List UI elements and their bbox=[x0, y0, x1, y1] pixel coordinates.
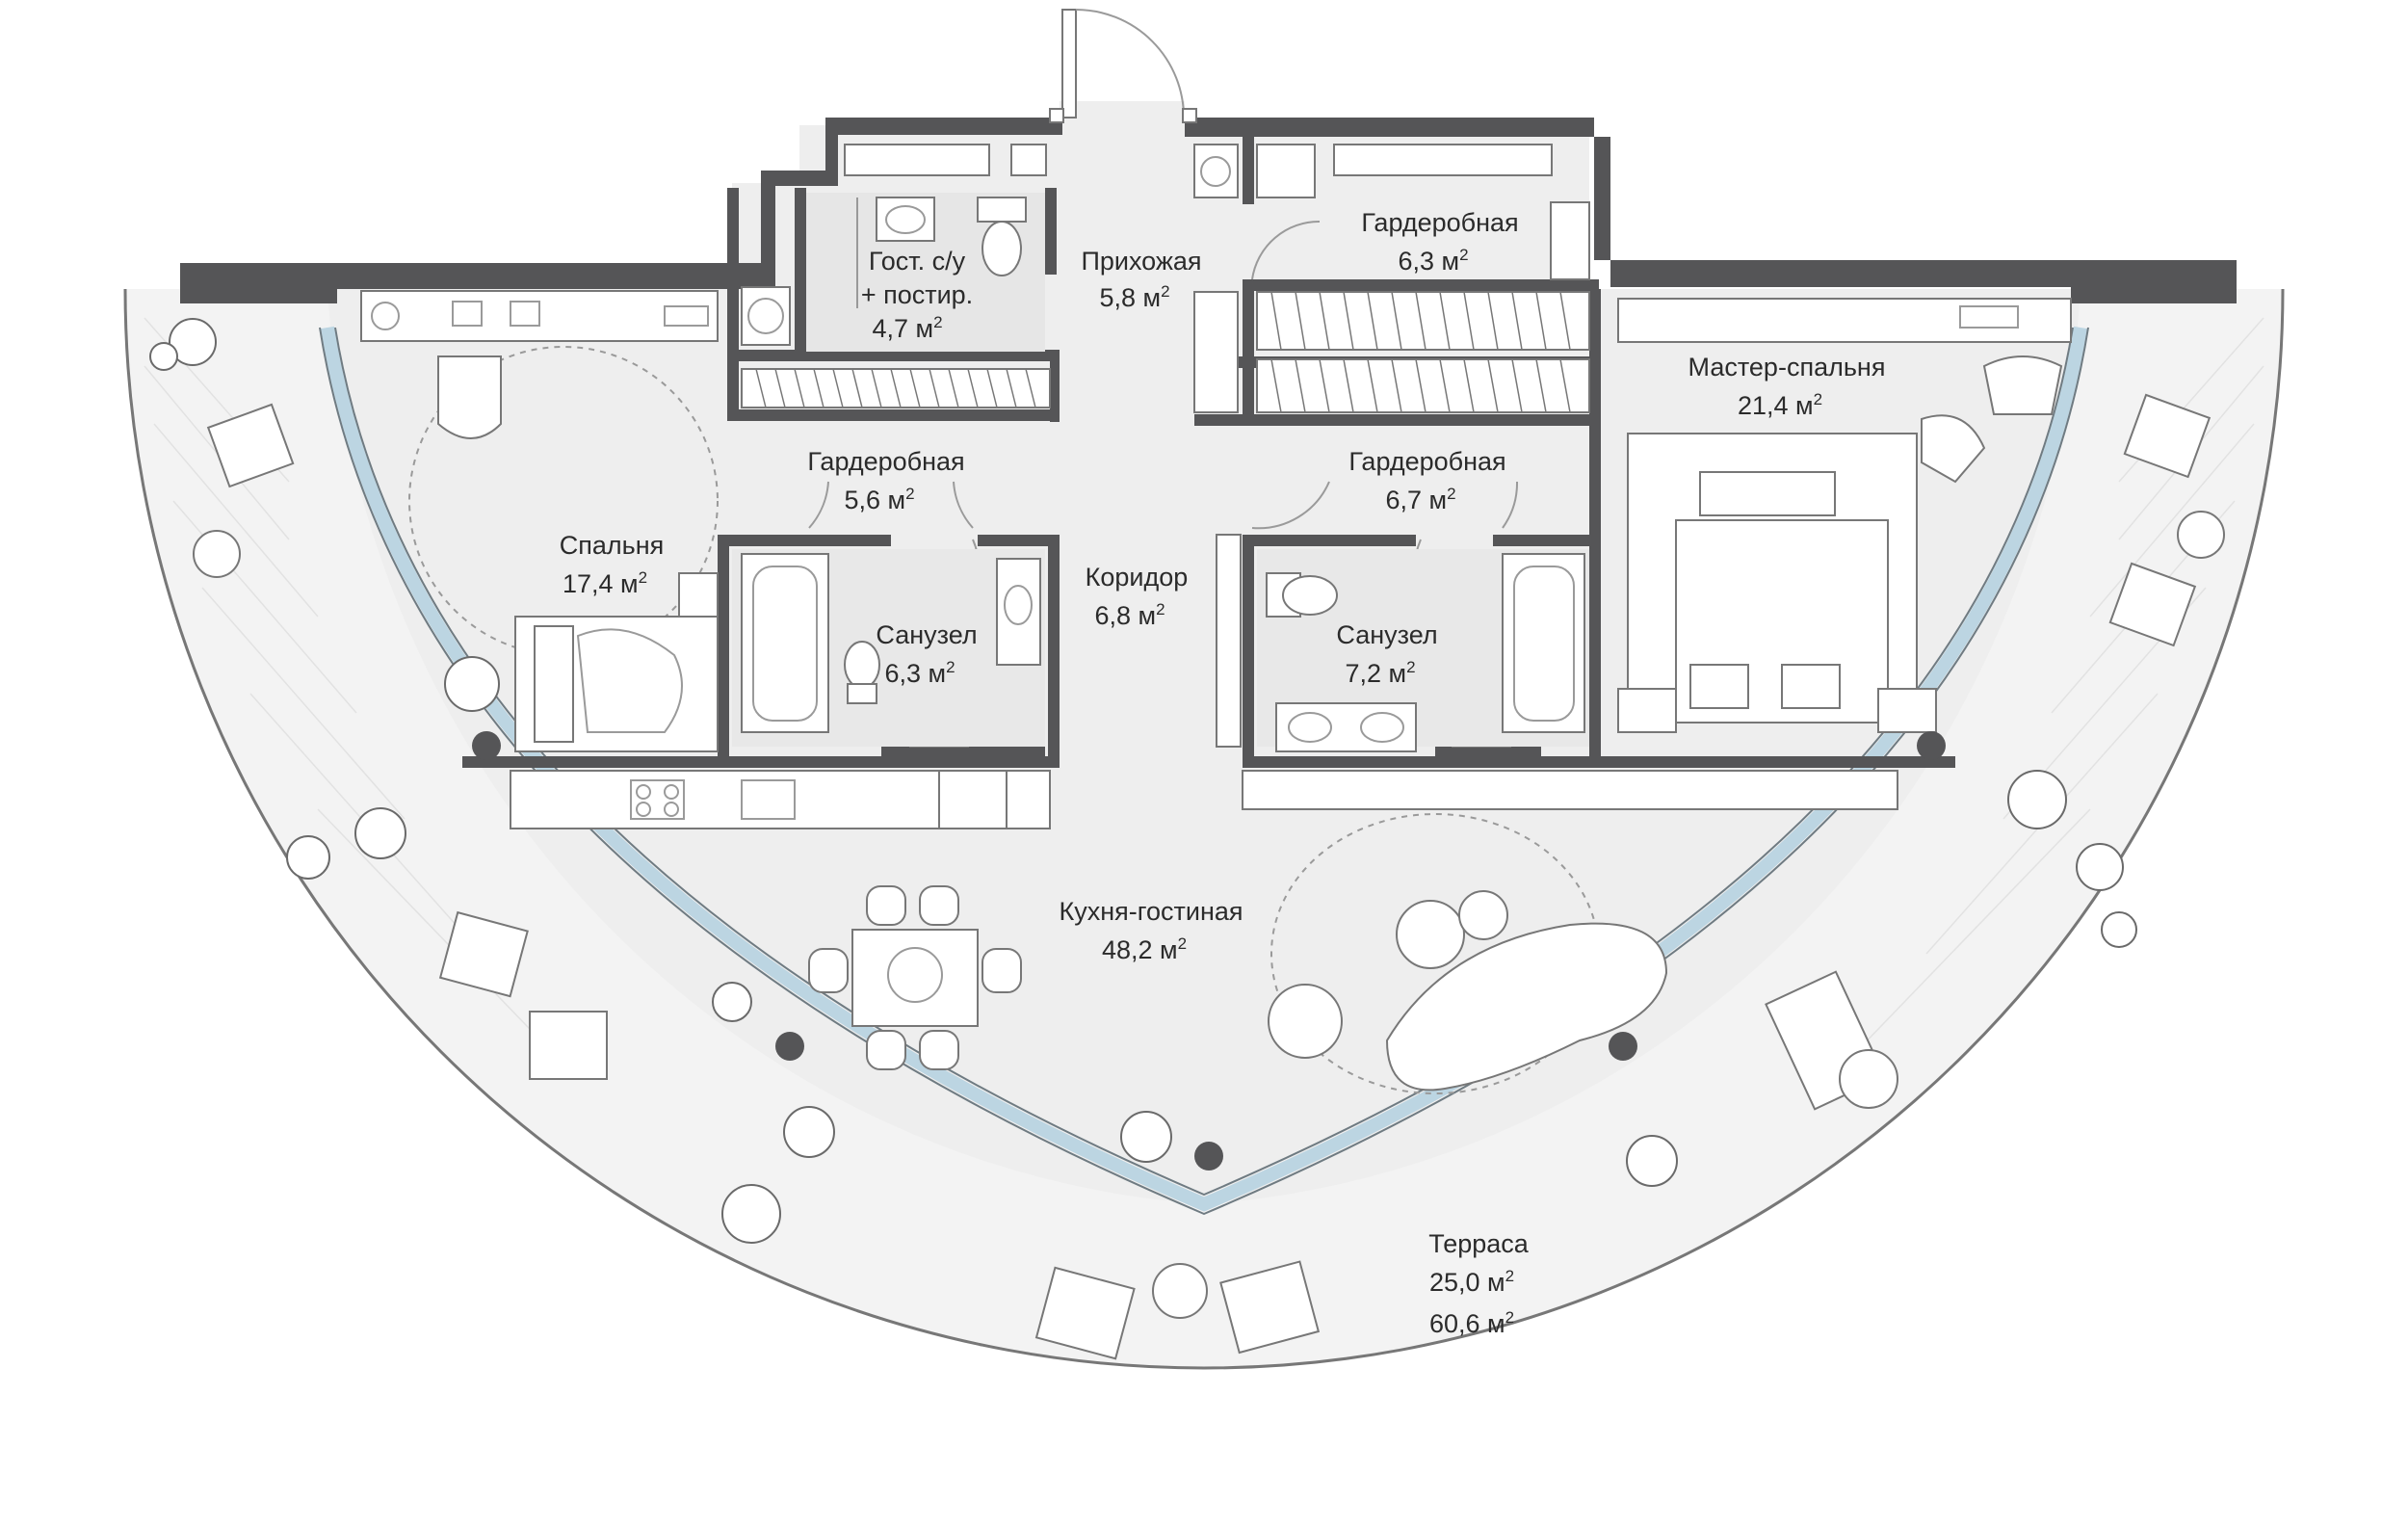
terrace-furniture bbox=[193, 393, 2225, 1360]
bath-left-label: Санузел bbox=[876, 620, 977, 649]
guest-bath-area: 4,7 м2 bbox=[872, 313, 942, 343]
column bbox=[1609, 1032, 1637, 1061]
kitchen-counter bbox=[510, 770, 1898, 829]
dining-table bbox=[808, 885, 1022, 1070]
column bbox=[472, 731, 501, 760]
wardrobe-right-label: Гардеробная bbox=[1348, 447, 1505, 476]
right-bath-fixtures bbox=[1216, 534, 1589, 752]
bath-right-label: Санузел bbox=[1336, 620, 1437, 649]
wardrobe-left-area: 5,6 м2 bbox=[844, 485, 914, 514]
terrace-area-value-2: 60,6 м2 bbox=[1429, 1308, 1514, 1338]
wardrobe-left-label: Гардеробная bbox=[807, 447, 964, 476]
wardrobe-racks bbox=[741, 201, 1590, 413]
outer-walls bbox=[180, 118, 2237, 303]
guest-bath-label: Гост. с/у bbox=[869, 247, 966, 276]
column bbox=[775, 1032, 804, 1061]
terrace-label: Терраса bbox=[1428, 1229, 1530, 1258]
bedroom-label: Спальня bbox=[560, 531, 665, 560]
glass-facade-edge-inner bbox=[334, 327, 2074, 1197]
hall-label: Прихожая bbox=[1081, 247, 1201, 276]
wardrobe-top-label: Гардеробная bbox=[1361, 208, 1518, 237]
hall-area: 5,8 м2 bbox=[1099, 282, 1169, 312]
column bbox=[1194, 1142, 1223, 1171]
column bbox=[1917, 731, 1946, 760]
living-zone bbox=[1268, 813, 1668, 1094]
kitchen-living-label: Кухня-гостиная bbox=[1059, 897, 1243, 926]
terrace-area-value: 25,0 м2 bbox=[1429, 1267, 1514, 1297]
entrance-door[interactable] bbox=[1049, 9, 1197, 123]
bath-left-area: 6,3 м2 bbox=[884, 658, 955, 688]
glass-facade-edge bbox=[319, 327, 2089, 1216]
glass-facade bbox=[321, 326, 2087, 1212]
wardrobe-right-area: 6,7 м2 bbox=[1385, 485, 1455, 514]
corridor-area: 6,8 м2 bbox=[1094, 600, 1165, 630]
wardrobe-top-area: 6,3 м2 bbox=[1398, 246, 1468, 276]
guest-bath-fixtures bbox=[741, 144, 1316, 352]
guest-bath-label-2: + постир. bbox=[861, 280, 973, 309]
bedroom-furniture bbox=[360, 290, 719, 752]
master-bedroom-furniture bbox=[1617, 298, 2072, 733]
bedroom-area: 17,4 м2 bbox=[563, 568, 647, 598]
interior-walls bbox=[462, 137, 1955, 768]
master-bedroom-label: Мастер-спальня bbox=[1688, 353, 1886, 382]
plants bbox=[149, 318, 2137, 1244]
kitchen-living-area: 48,2 м2 bbox=[1102, 934, 1187, 964]
terrace-outline bbox=[123, 288, 2285, 1370]
corridor-label: Коридор bbox=[1086, 563, 1189, 592]
master-bedroom-area: 21,4 м2 bbox=[1738, 390, 1822, 420]
left-bath-fixtures bbox=[732, 549, 1045, 747]
bath-right-area: 7,2 м2 bbox=[1345, 658, 1415, 688]
room-labels: Гост. с/у + постир. 4,7 м2 Прихожая 5,8 … bbox=[560, 208, 1886, 1338]
columns bbox=[472, 731, 1946, 1171]
